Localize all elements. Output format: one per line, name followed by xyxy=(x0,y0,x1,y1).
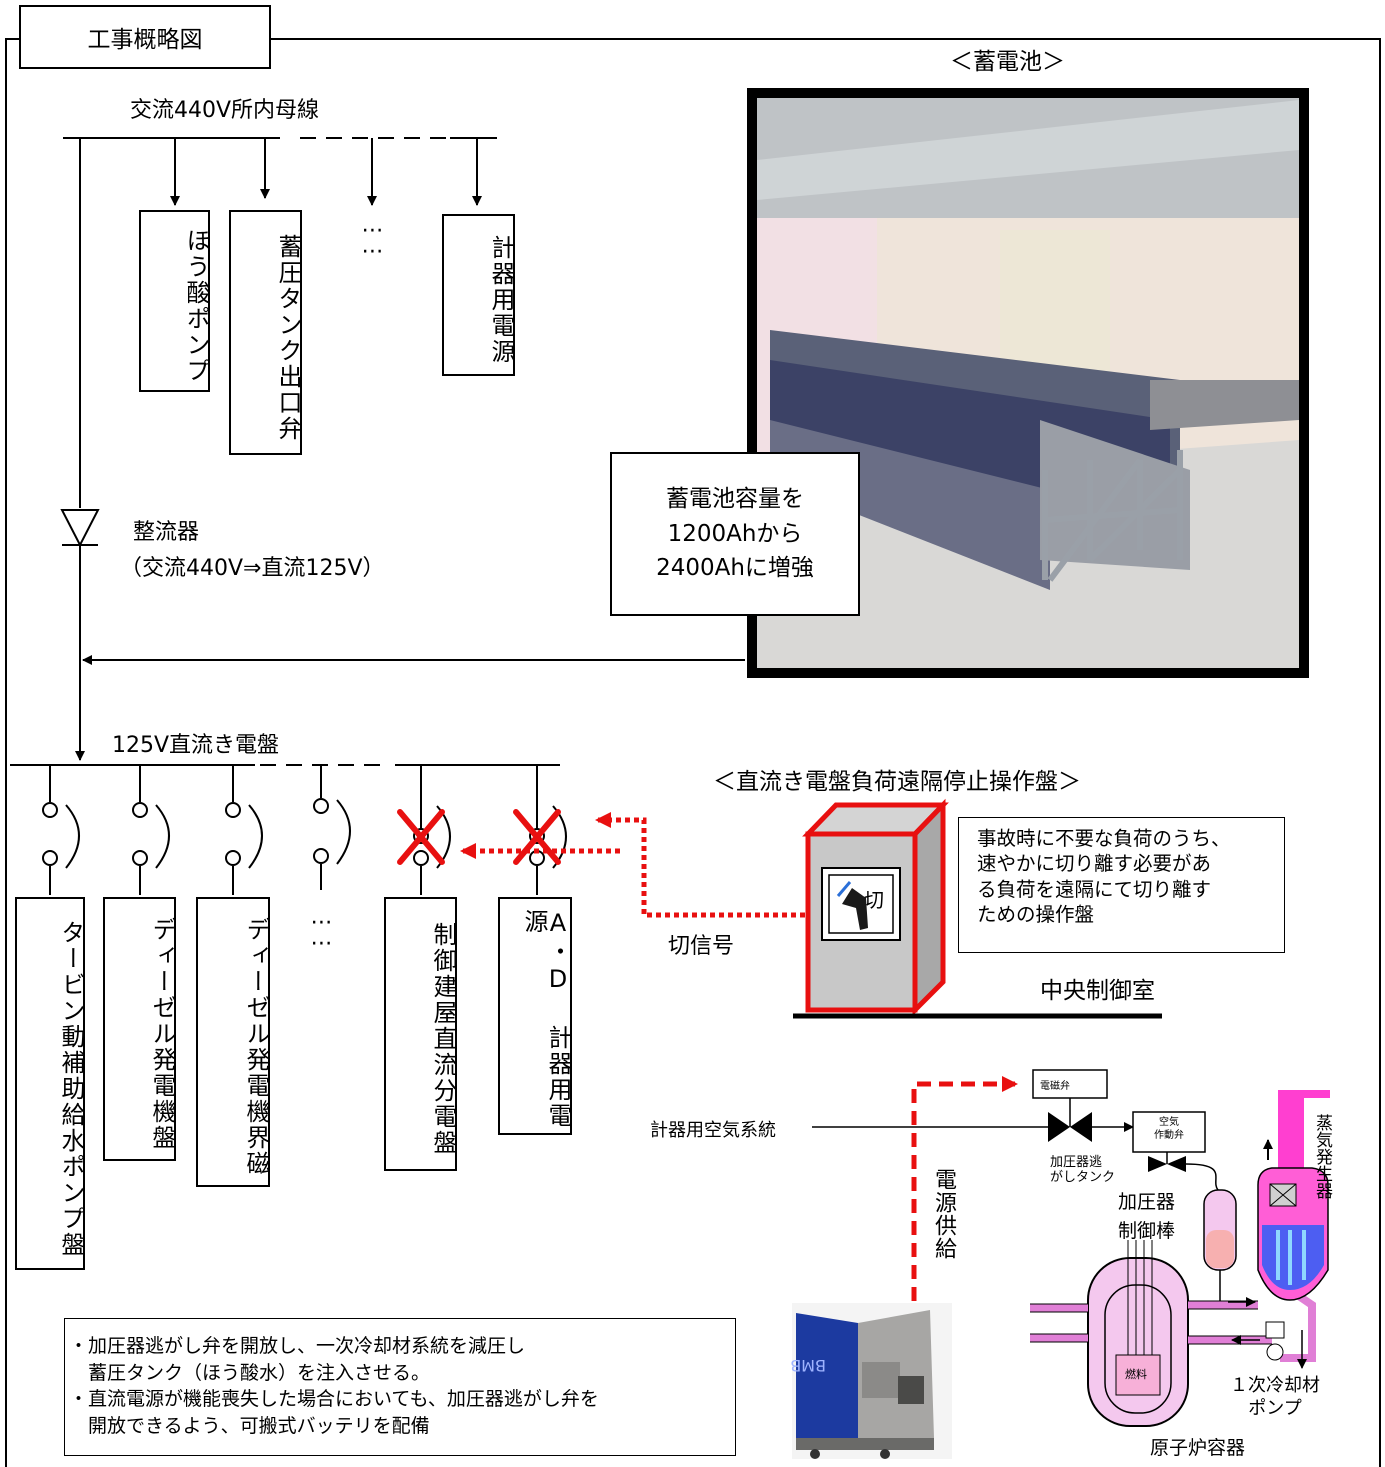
note-line: ・加圧器逃がし弁を開放し、一次冷却材系統を減圧し xyxy=(69,1335,526,1357)
ac-load-ellipsis: ⋯⋯ xyxy=(360,218,385,260)
description-line: ための操作盤 xyxy=(977,903,1095,927)
reactor-vessel-label: 原子炉容器 xyxy=(1150,1437,1246,1459)
pressurizer-label: 加圧器 xyxy=(1118,1191,1176,1213)
svg-text:BMB: BMB xyxy=(790,1356,826,1375)
ac-load-instrument-power: 計器用電源 xyxy=(442,214,515,376)
dc-load-ad-instrument-power: A・D 計器用電源 xyxy=(498,897,572,1135)
dc-load-diesel-generator-panel: ディーゼル発電機盤 xyxy=(103,897,176,1161)
air-valve-line: 空気 xyxy=(1159,1117,1179,1128)
trip-signal-lines xyxy=(460,812,805,918)
switch-off-label: 切 xyxy=(864,888,884,912)
rcp-line: １次冷却材 xyxy=(1230,1375,1320,1396)
portable-battery-photo: BMB xyxy=(790,1303,952,1459)
relief-tank-line: がしタンク xyxy=(1050,1169,1116,1185)
description-line: る負荷を遠隔にて切り離す xyxy=(977,877,1212,901)
ac-load-boric-acid-pump: ほう酸ポンプ xyxy=(139,210,210,392)
remote-panel-heading: ＜直流き電盤負荷遠隔停止操作盤＞ xyxy=(713,769,1081,795)
power-supply-label: 電源供給 xyxy=(931,1168,956,1260)
battery-callout-line: 1200Ahから xyxy=(667,520,803,547)
dc-load-control-building-dc-panel: 制御建屋直流分電盤 xyxy=(384,897,457,1171)
remote-panel-description: 事故時に不要な負荷のうち、 速やかに切り離す必要があ る負荷を遠隔にて切り離す … xyxy=(958,817,1285,953)
description-line: 速やかに切り離す必要があ xyxy=(977,852,1212,876)
steam-generator-label: 蒸気発生器 xyxy=(1312,1114,1332,1199)
dc-load-ellipsis: ⋯⋯ xyxy=(309,910,334,952)
dc-breakers xyxy=(42,765,567,895)
control-room-label: 中央制御室 xyxy=(1040,978,1155,1004)
dc-bus-label: 125V直流き電盤 xyxy=(112,733,280,758)
fuel-label: 燃料 xyxy=(1125,1368,1147,1381)
rectifier-label: 整流器 xyxy=(133,520,200,545)
note-line: ・直流電源が機能喪失した場合においても、加圧器逃がし弁を xyxy=(69,1388,599,1411)
diagram-title: 工事概略図 xyxy=(19,5,271,69)
battery-callout-line: 蓄電池容量を xyxy=(666,486,804,513)
rcp-label: １次冷却材 ポンプ xyxy=(1212,1375,1338,1420)
remote-stop-panel xyxy=(802,798,949,1017)
trip-signal-label: 切信号 xyxy=(668,934,735,959)
ac-bus-label: 交流440V所内母線 xyxy=(130,98,320,123)
note-box: ・加圧器逃がし弁を開放し、一次冷却材系統を減圧し 蓄圧タンク（ほう酸水）を注入さ… xyxy=(64,1318,736,1456)
solenoid-valve-label: 電磁弁 xyxy=(1040,1081,1070,1092)
dc-load-turbine-afw-pump-panel: タービン動補助給水ポンプ盤 xyxy=(15,897,85,1270)
rectifier-spec: （交流440V⇒直流125V） xyxy=(120,556,385,581)
note-line: 蓄圧タンク（ほう酸水）を注入させる。 xyxy=(69,1361,431,1384)
ac-load-accumulator-outlet-valve: 蓄圧タンク出口弁 xyxy=(229,210,302,455)
relief-tank-label: 加圧器逃 がしタンク xyxy=(1050,1155,1116,1186)
battery-callout: 蓄電池容量を 1200Ahから 2400Ahに増強 xyxy=(610,452,860,616)
dc-load-diesel-generator-field: ディーゼル発電機界磁 xyxy=(196,897,270,1187)
rcp-line: ポンプ xyxy=(1248,1397,1302,1419)
battery-callout-line: 2400Ahに増強 xyxy=(656,555,814,582)
air-valve-line: 作動弁 xyxy=(1154,1130,1184,1141)
description-line: 事故時に不要な負荷のうち、 xyxy=(977,827,1231,850)
note-line: 開放できるよう、可搬式バッテリを配備 xyxy=(69,1414,430,1437)
relief-tank-line: 加圧器逃 xyxy=(1050,1155,1103,1170)
control-rod-label: 制御棒 xyxy=(1118,1220,1176,1242)
battery-heading: ＜蓄電池＞ xyxy=(950,49,1065,75)
air-operated-valve-label: 空気 作動弁 xyxy=(1136,1116,1202,1142)
instrument-air-label: 計器用空気系統 xyxy=(650,1120,776,1141)
trip-x-marks xyxy=(397,809,561,865)
